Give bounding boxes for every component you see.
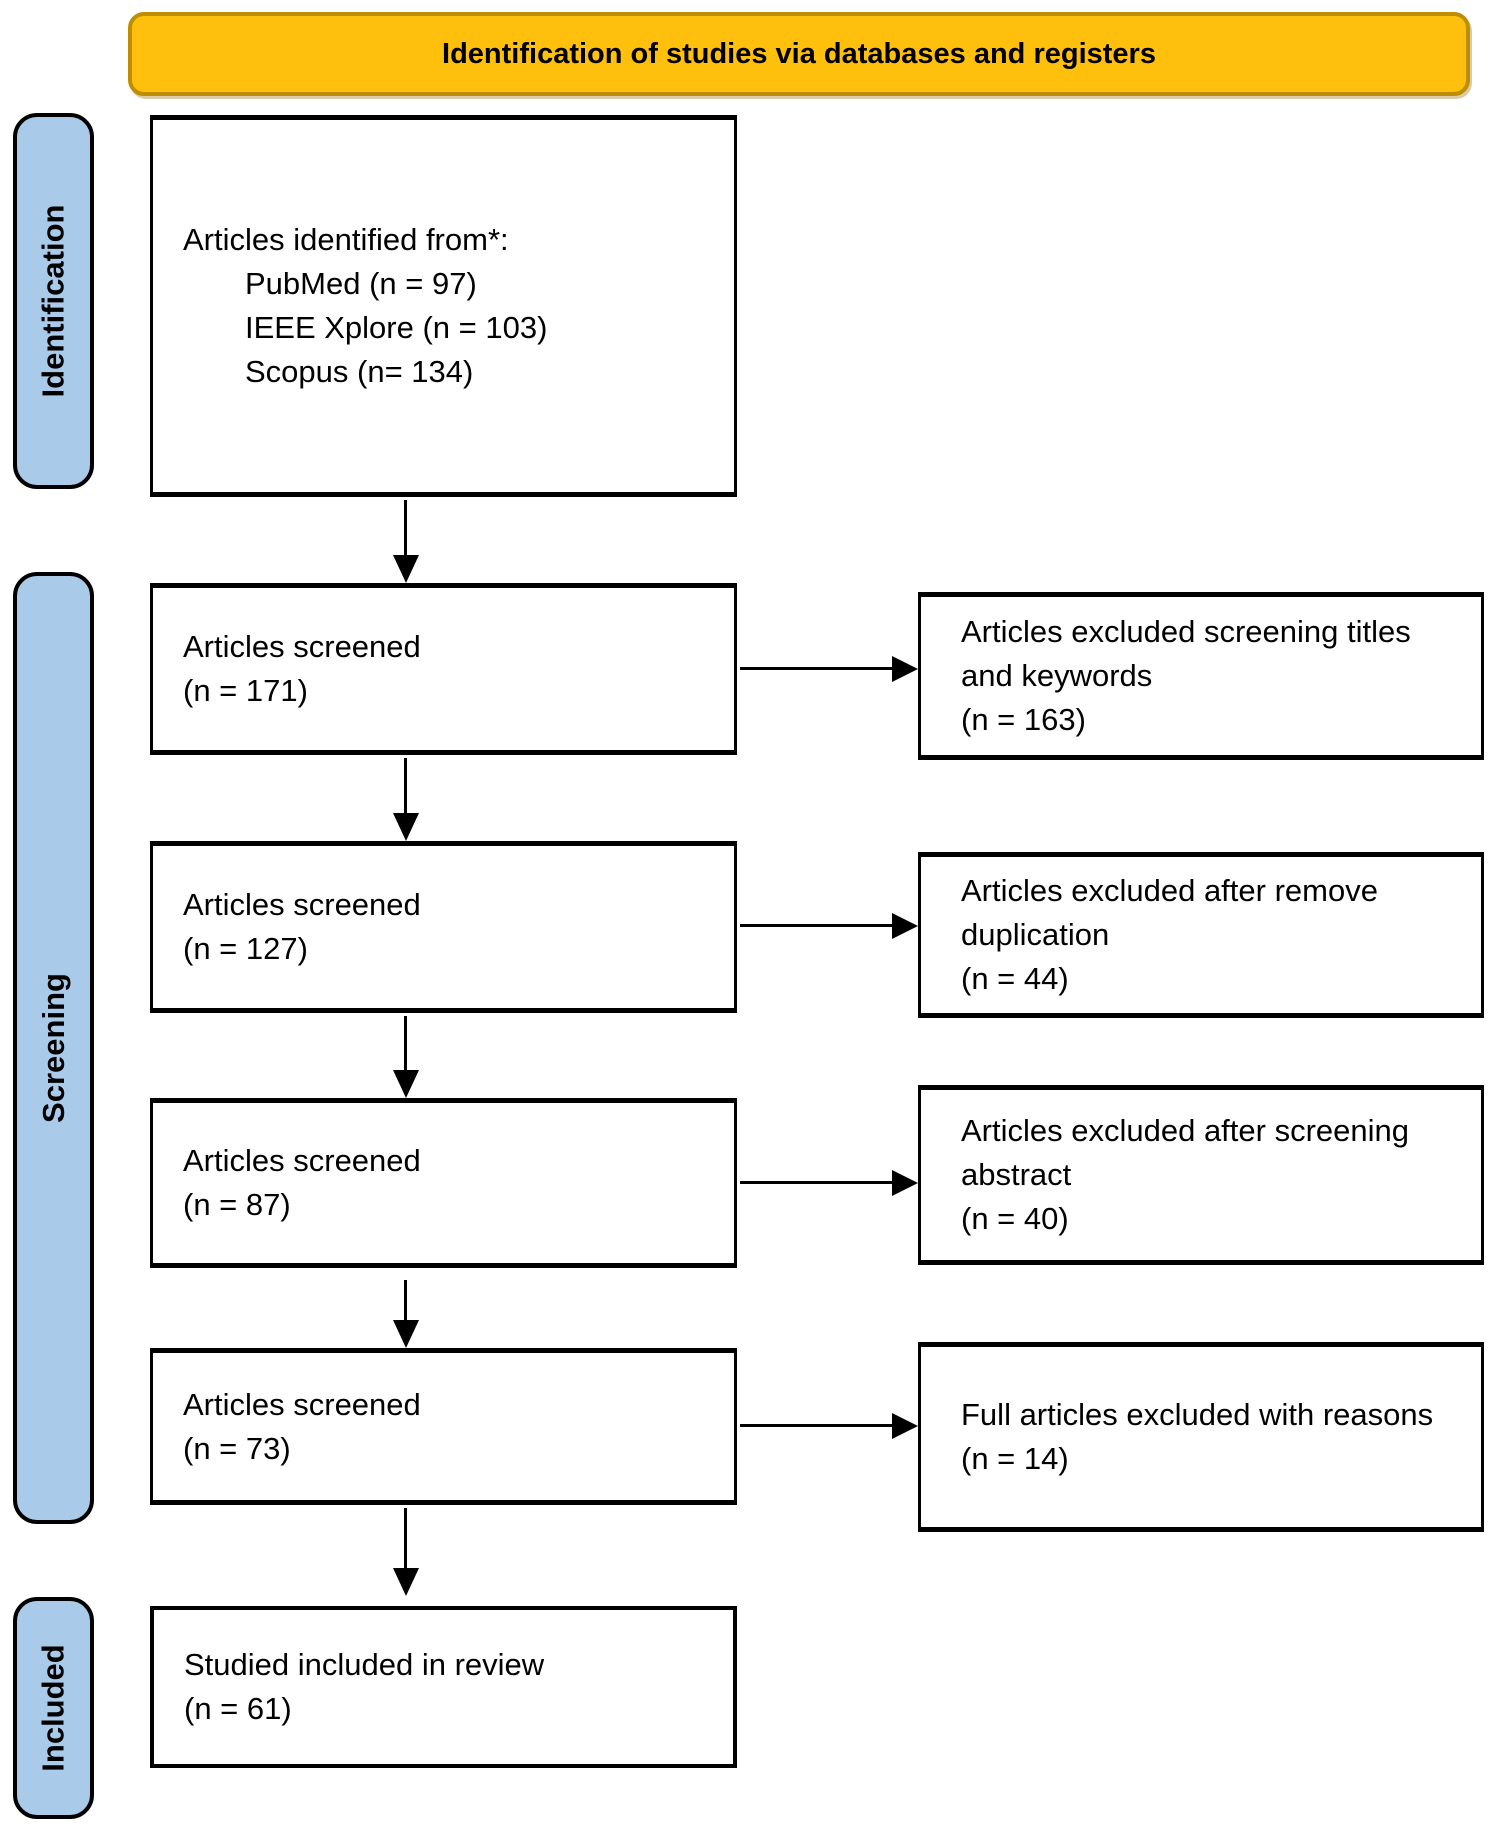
box-studies-included: Studied included in review (n = 61)	[150, 1606, 737, 1768]
excluded-4-text: Full articles excluded with reasons	[961, 1397, 1434, 1432]
source-scopus: Scopus (n= 134)	[245, 354, 474, 389]
down-arrow-2	[404, 758, 407, 813]
excluded-1-count: (n = 163)	[961, 702, 1086, 737]
box-excluded-full-articles: Full articles excluded with reasons (n =…	[918, 1342, 1484, 1532]
excluded-1-text: Articles excluded screening titles and k…	[961, 614, 1411, 693]
box-excluded-duplication: Articles excluded after remove duplicati…	[918, 852, 1484, 1018]
excluded-2-text: Articles excluded after remove duplicati…	[961, 873, 1378, 952]
banner-title: Identification of studies via databases …	[442, 37, 1156, 70]
excluded-2-count: (n = 44)	[961, 961, 1069, 996]
screened-1-label: Articles screened	[183, 629, 421, 664]
box-articles-screened-4: Articles screened (n = 73)	[150, 1348, 737, 1505]
excluded-4-count: (n = 14)	[961, 1441, 1069, 1476]
screened-2-label: Articles screened	[183, 887, 421, 922]
screened-4-label: Articles screened	[183, 1386, 421, 1422]
right-arrow-1	[740, 667, 892, 670]
excluded-3-text: Articles excluded after screening abstra…	[961, 1113, 1410, 1192]
box-articles-screened-2: Articles screened (n = 127)	[150, 841, 737, 1013]
stage-included-label: Included	[35, 1644, 71, 1772]
source-pubmed: PubMed (n = 97)	[245, 266, 477, 301]
articles-identified-intro: Articles identified from*:	[183, 222, 509, 257]
screened-3-label: Articles screened	[183, 1143, 421, 1178]
down-arrow-4	[404, 1280, 407, 1320]
banner: Identification of studies via databases …	[128, 12, 1470, 96]
down-arrow-5	[404, 1508, 407, 1568]
included-count: (n = 61)	[184, 1691, 292, 1726]
stage-included: Included	[13, 1597, 94, 1819]
screened-2-count: (n = 127)	[183, 931, 308, 966]
stage-screening: Screening	[13, 572, 94, 1524]
stage-screening-label: Screening	[35, 973, 71, 1123]
box-excluded-titles-keywords: Articles excluded screening titles and k…	[918, 592, 1484, 760]
right-arrow-3	[740, 1181, 892, 1184]
stage-identification: Identification	[13, 113, 94, 489]
right-arrow-2	[740, 924, 892, 927]
screened-4-count: (n = 73)	[183, 1430, 291, 1466]
box-articles-screened-3: Articles screened (n = 87)	[150, 1098, 737, 1268]
box-articles-identified: Articles identified from*: PubMed (n = 9…	[150, 115, 737, 497]
included-label: Studied included in review	[184, 1647, 545, 1682]
box-excluded-abstract: Articles excluded after screening abstra…	[918, 1085, 1484, 1265]
box-articles-screened-1: Articles screened (n = 171)	[150, 583, 737, 755]
source-ieee-xplore: IEEE Xplore (n = 103)	[245, 310, 548, 345]
screened-3-count: (n = 87)	[183, 1187, 291, 1222]
stage-identification-label: Identification	[35, 204, 71, 398]
excluded-3-count: (n = 40)	[961, 1201, 1069, 1236]
right-arrow-4	[740, 1424, 892, 1427]
down-arrow-3	[404, 1016, 407, 1070]
screened-1-count: (n = 171)	[183, 673, 308, 708]
down-arrow-1	[404, 500, 407, 555]
